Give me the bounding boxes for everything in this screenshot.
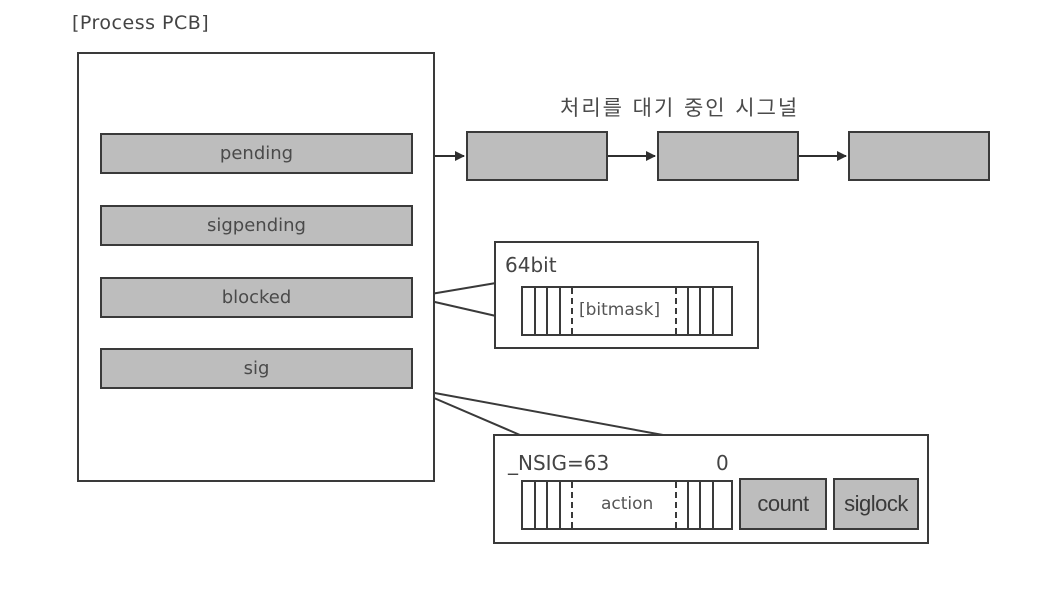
pending-queue-label: 처리를 대기 중인 시그널: [560, 96, 800, 120]
bit-zero-label: 0: [716, 451, 729, 475]
siglock-field: siglock: [833, 478, 919, 530]
pcb-field-pending: pending: [100, 133, 413, 174]
pending-queue-node: [657, 131, 799, 181]
diagram-title: [Process PCB]: [72, 12, 210, 34]
bitmask-label: [bitmask]: [573, 300, 667, 320]
nsig-label: _NSIG=63: [508, 451, 610, 475]
action-label: action: [595, 494, 660, 514]
blocked-width-label: 64bit: [505, 253, 557, 277]
process-pcb-box: [77, 52, 435, 482]
pending-queue-node: [848, 131, 990, 181]
pcb-field-sigpending: sigpending: [100, 205, 413, 246]
sig-action-array: action: [521, 480, 733, 530]
pcb-field-sig: sig: [100, 348, 413, 389]
count-field: count: [739, 478, 827, 530]
blocked-bitmask-array: [bitmask]: [521, 286, 733, 336]
pending-queue-node: [466, 131, 608, 181]
pcb-field-blocked: blocked: [100, 277, 413, 318]
sig-callout-pointer: [412, 388, 664, 436]
